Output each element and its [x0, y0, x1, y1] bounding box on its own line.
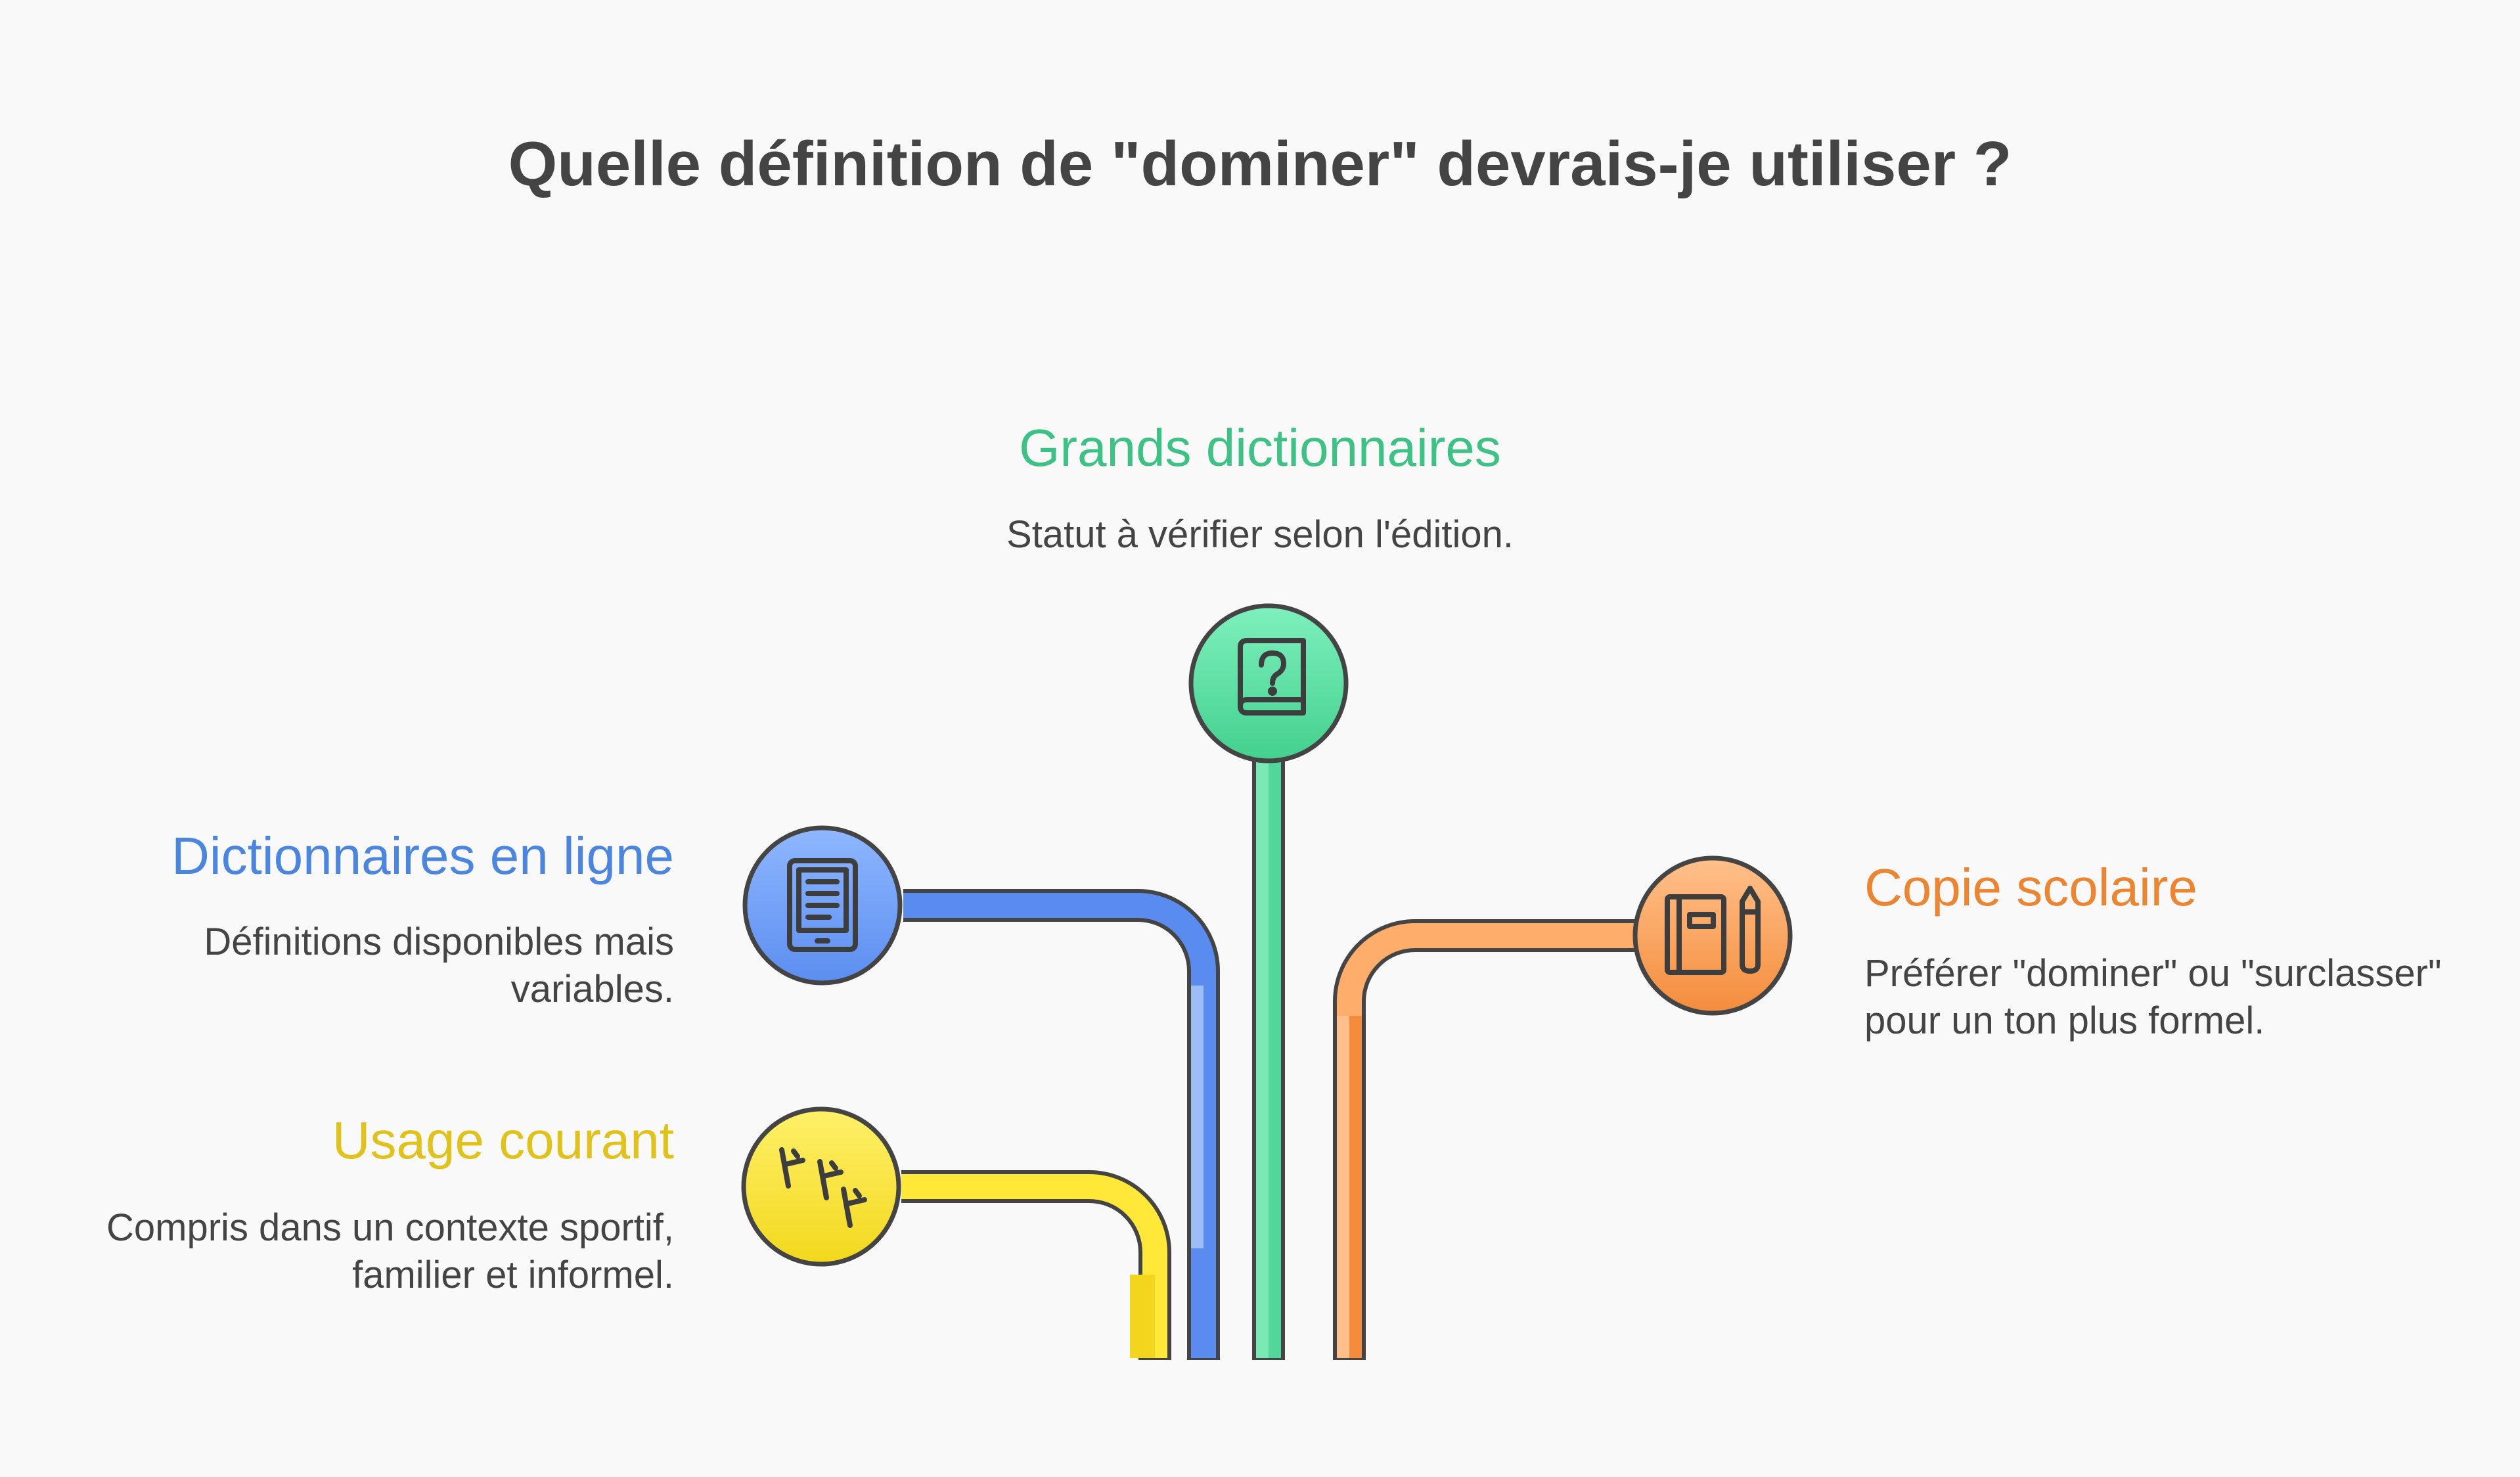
copie-scolaire-heading: Copie scolaire: [1864, 858, 2197, 917]
grands-dictionnaires-heading: Grands dictionnaires: [1019, 419, 1501, 477]
usage-courant-heading: Usage courant: [332, 1111, 674, 1170]
usage-courant-connector: [901, 1170, 1171, 1360]
notebook-pencil-icon: [1665, 886, 1761, 975]
copie-scolaire-description: Préférer "dominer" ou "surclasser" pour …: [1864, 952, 2442, 1042]
grands-dictionnaires-description: Statut à vérifier selon l'édition.: [1006, 513, 1514, 556]
grands-dictionnaires-node: [1188, 603, 1349, 763]
dictionnaires-en-ligne-connector: [903, 889, 1220, 1360]
tablet-document-icon: [787, 858, 858, 952]
dictionnaires-en-ligne-description: Définitions disponibles mais variables.: [204, 920, 674, 1011]
book-question-icon: [1238, 638, 1306, 716]
grands-dictionnaires-connector: [1252, 742, 1285, 1360]
usage-courant-description: Compris dans un contexte sportif, famili…: [106, 1206, 674, 1296]
copie-scolaire-node: [1632, 855, 1793, 1016]
page-title: Quelle définition de "dominer" devrais-j…: [508, 129, 2012, 199]
dictionnaires-en-ligne-node: [742, 825, 903, 986]
copie-scolaire-connector: [1333, 919, 1652, 1360]
dictionnaires-en-ligne-heading: Dictionnaires en ligne: [171, 827, 674, 885]
footprints-icon: [779, 1147, 867, 1228]
usage-courant-node: [741, 1106, 901, 1267]
